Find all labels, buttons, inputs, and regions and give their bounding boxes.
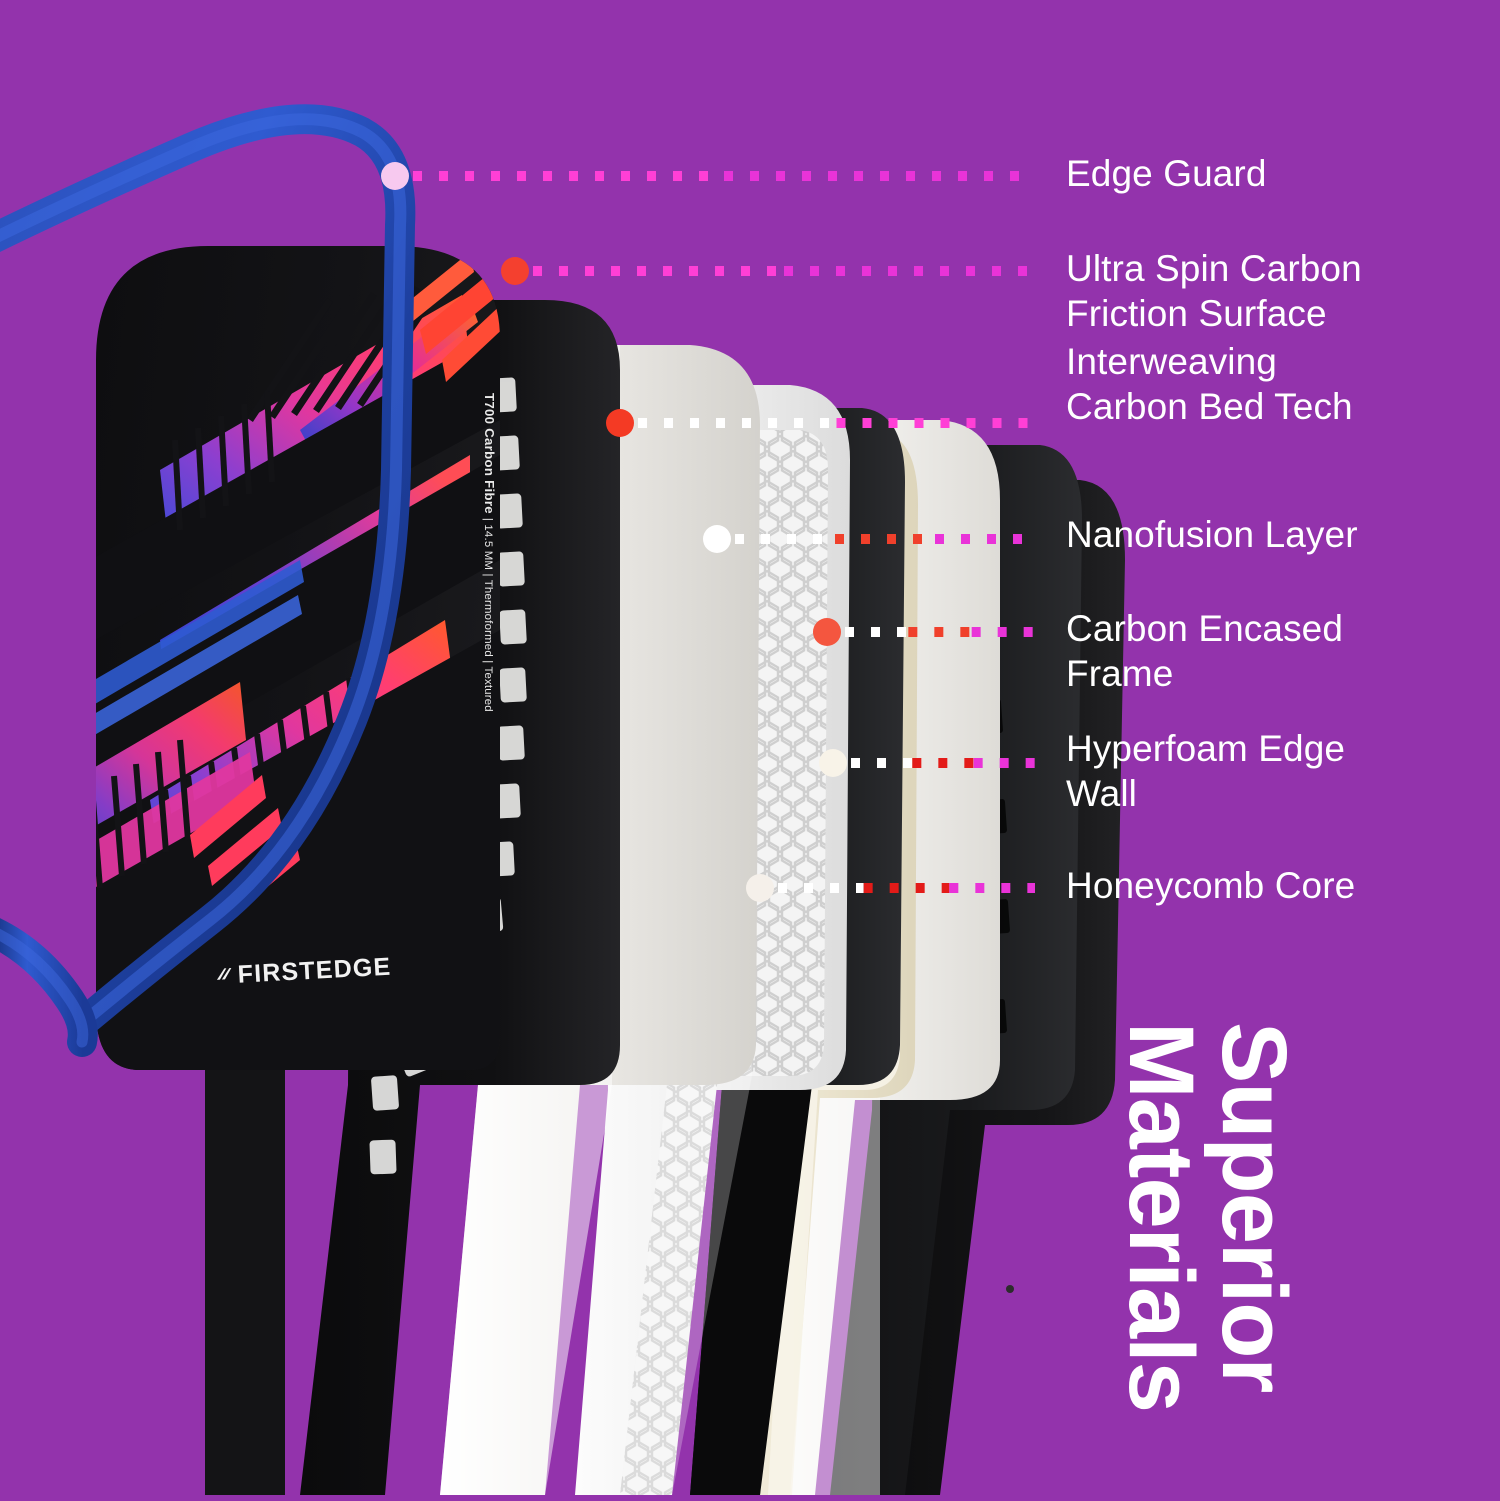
callout-label-hyperfoam-edge-wall: Hyperfoam Edge Wall	[1066, 728, 1346, 814]
connector-dot-edge-guard	[381, 162, 409, 190]
layer-paddle-face	[0, 104, 500, 1495]
edge-guard-tube	[0, 104, 416, 1035]
connector-dot-honeycomb-core	[746, 874, 774, 902]
callout-label-nanofusion-layer: Nanofusion Layer	[1066, 514, 1358, 555]
page-title: Superior Materials	[1110, 1022, 1305, 1412]
callout-label-carbon-encased-frame: Carbon Encased Frame	[1066, 608, 1344, 694]
brand-logo: FIRSTEDGE	[213, 953, 392, 991]
connector-dot-nanofusion-layer	[703, 525, 731, 553]
connector-dot-ultra-spin-carbon-friction-surface	[501, 257, 529, 285]
callout-label-ultra-spin-carbon-friction-surface: Ultra Spin Carbon Friction Surface	[1066, 248, 1362, 334]
connector-dot-carbon-encased-frame	[813, 618, 841, 646]
paddle-spec-text: T700 Carbon Fibre | 14.5 MM | Thermoform…	[482, 393, 497, 712]
connector-dot-interweaving-carbon-bed-tech	[606, 409, 634, 437]
edge-guard-tail	[0, 918, 98, 1057]
connector-dot-hyperfoam-edge-wall	[819, 749, 847, 777]
callout-connectors	[381, 162, 1035, 902]
callout-label-honeycomb-core: Honeycomb Core	[1066, 865, 1356, 906]
callout-label-edge-guard: Edge Guard	[1066, 153, 1267, 194]
chevron-flag-icon	[213, 965, 234, 986]
callout-label-interweaving-carbon-bed-tech: Interweaving Carbon Bed Tech	[1066, 341, 1353, 427]
